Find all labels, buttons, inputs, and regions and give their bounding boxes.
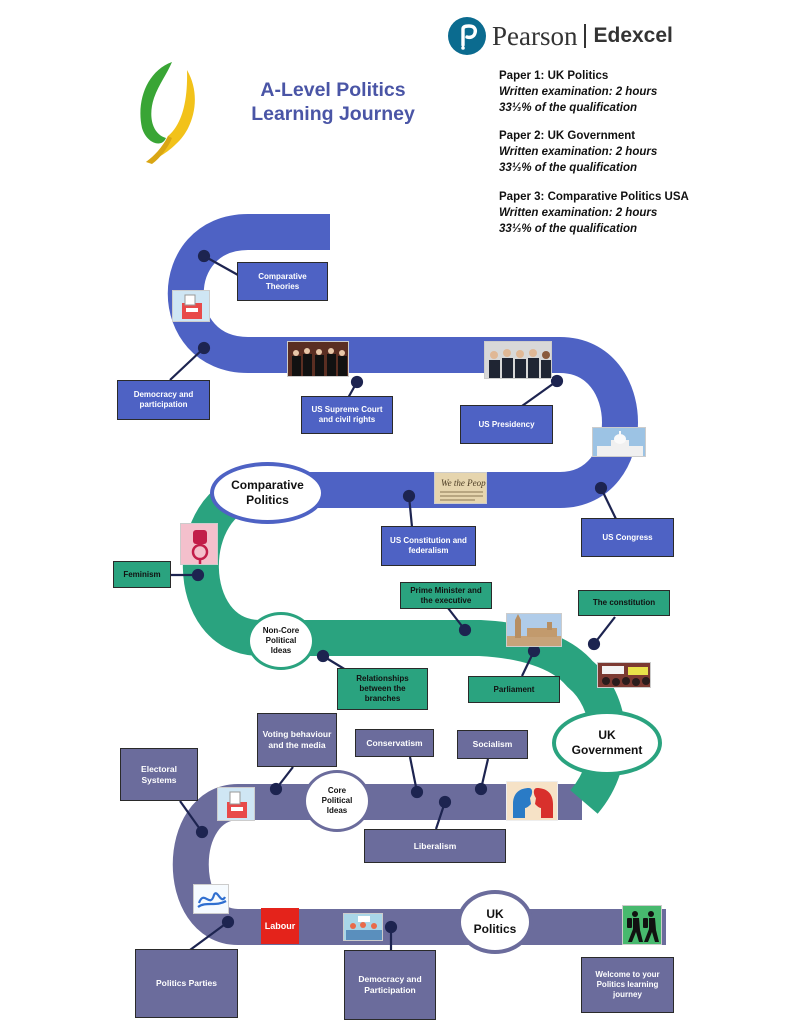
section-uk-politics: UK Politics [457, 890, 533, 954]
topic-label: Comparative Theories [258, 271, 307, 291]
labour-logo-text: Labour [264, 921, 296, 931]
topic-comparative-theories: Comparative Theories [237, 262, 328, 301]
hikers-icon [622, 905, 662, 945]
capitol-building-photo [592, 427, 646, 457]
debating-heads-icon [506, 781, 558, 821]
topic-us-congress: US Congress [581, 518, 674, 557]
topic-welcome: Welcome to your Politics learning journe… [581, 957, 674, 1013]
topic-label: Welcome to your Politics learning journe… [595, 970, 660, 999]
topic-feminism: Feminism [113, 561, 171, 588]
topic-liberalism: Liberalism [364, 829, 506, 863]
topic-conservatism: Conservatism [355, 729, 434, 757]
leaf-logo-icon [132, 56, 202, 166]
vote-box-icon [172, 290, 210, 322]
section-core-label: Core Political Ideas [321, 786, 353, 815]
section-core-ideas: Core Political Ideas [303, 770, 371, 832]
topic-us-presidency: US Presidency [460, 405, 553, 444]
topic-voting-behaviour: Voting behaviour and the media [257, 713, 337, 767]
topic-democracy-participation: Democracy and participation [117, 380, 210, 420]
paper-2-name: Paper 2: UK Government [499, 130, 636, 143]
topic-label: Liberalism [413, 840, 457, 851]
paper-3: Paper 3: Comparative Politics USA Writte… [499, 189, 699, 237]
topic-label: Relationships between the branches [356, 674, 409, 703]
pearson-brand: Pearson Edexcel [448, 16, 673, 56]
labour-logo: Labour [261, 908, 299, 944]
paper-1-exam: Written examination: 2 hours [499, 86, 658, 99]
topic-democracy-participation-uk: Democracy and Participation [344, 950, 436, 1020]
topic-us-constitution: US Constitution and federalism [381, 526, 476, 566]
topic-label: Electoral Systems [141, 763, 177, 785]
topic-socialism: Socialism [457, 730, 528, 759]
presidents-photo [484, 341, 552, 379]
section-uk-government: UK Government [552, 710, 662, 776]
paper-3-weight: 33⅓% of the qualification [499, 222, 638, 235]
topic-label: Voting behaviour and the media [262, 729, 332, 750]
paper-2-exam: Written examination: 2 hours [499, 146, 658, 159]
section-comparative-politics: Comparative Politics [210, 462, 325, 524]
paper-1-name: Paper 1: UK Politics [499, 70, 609, 82]
topic-label: The constitution [592, 598, 656, 607]
page-title: A-Level Politics Learning Journey [228, 78, 438, 127]
road-blue [167, 214, 638, 508]
topic-parliament: Parliament [468, 676, 560, 703]
topic-label: US Constitution and federalism [390, 536, 467, 555]
brand-divider [584, 24, 587, 48]
paper-3-name: Paper 3: Comparative Politics USA [499, 190, 689, 203]
section-non-core-label: Non-Core Political Ideas [262, 626, 300, 655]
topic-label: US Congress [602, 532, 653, 542]
pearson-logo-icon [448, 17, 486, 55]
protest-crowd-photo [597, 662, 651, 688]
topic-label: Feminism [123, 569, 161, 579]
paper-3-exam: Written examination: 2 hours [499, 206, 658, 219]
paper-1: Paper 1: UK Politics Written examination… [499, 68, 699, 116]
topic-label: Socialism [472, 739, 513, 750]
paper-2: Paper 2: UK Government Written examinati… [499, 128, 699, 176]
topic-label: Prime Minister and the executive [410, 585, 482, 605]
section-uk-government-label: UK Government [571, 728, 643, 757]
topic-label: Parliament [493, 684, 535, 694]
title-line-1: A-Level Politics [260, 79, 406, 101]
paper-1-weight: 33⅓% of the qualification [499, 102, 638, 115]
topic-label: Politics Parties [156, 978, 217, 989]
paper-2-weight: 33⅓% of the qualification [499, 162, 638, 175]
topic-label: Democracy and Participation [358, 974, 422, 995]
title-line-2: Learning Journey [251, 103, 415, 126]
svg-text:We the People: We the People [441, 478, 487, 488]
topic-prime-minister: Prime Minister and the executive [400, 582, 492, 609]
topic-label: Conservatism [366, 737, 423, 748]
feminism-fist-icon [180, 523, 218, 565]
vote-box-icon [217, 787, 255, 821]
constitution-document-photo: We the People [434, 472, 487, 504]
democracy-scene-photo [343, 913, 383, 941]
section-comparative-label: Comparative Politics [231, 478, 304, 507]
topic-electoral-systems: Electoral Systems [120, 748, 198, 801]
paper-info: Paper 1: UK Politics Written examination… [499, 68, 699, 249]
topic-label: US Presidency [478, 419, 535, 429]
topic-us-supreme-court: US Supreme Court and civil rights [301, 396, 393, 434]
supreme-court-photo [287, 341, 349, 377]
scribble-icon [193, 884, 229, 914]
topic-politics-parties: Politics Parties [135, 949, 238, 1018]
parliament-building-photo [506, 613, 562, 647]
topic-label: Democracy and participation [133, 390, 194, 409]
edexcel-name: Edexcel [593, 24, 673, 47]
topic-label: US Supreme Court and civil rights [311, 405, 383, 424]
pearson-name: Pearson [492, 20, 578, 51]
topic-the-constitution: The constitution [578, 590, 670, 616]
section-non-core-ideas: Non-Core Political Ideas [247, 612, 315, 670]
section-uk-politics-label: UK Politics [473, 907, 517, 936]
topic-relationships: Relationships between the branches [337, 668, 428, 710]
